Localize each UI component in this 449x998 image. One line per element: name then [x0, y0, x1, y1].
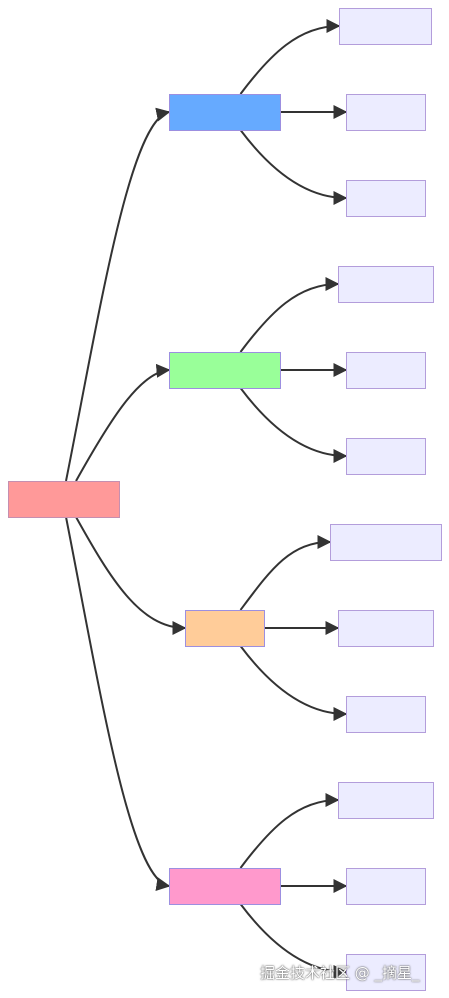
- leaf-node-4-2: [346, 868, 426, 905]
- edge-branch-4-to-leaf-1: [239, 793, 340, 869]
- leaf-node-4-3: [346, 954, 426, 991]
- leaf-node-2-3: [346, 438, 426, 475]
- branch-node-2: [169, 352, 281, 389]
- edges: [65, 19, 348, 979]
- leaf-node-2-1: [338, 266, 434, 303]
- edge-root-to-branch-4: [65, 516, 171, 891]
- leaf-node-3-2: [338, 610, 434, 647]
- leaf-node-1-1: [339, 8, 432, 45]
- edge-branch-1-to-leaf-3: [239, 129, 348, 205]
- leaf-node-3-3: [346, 696, 426, 733]
- branch-node-4: [169, 868, 281, 905]
- leaf-node-1-2: [346, 94, 426, 131]
- leaf-node-3-1: [330, 524, 442, 561]
- edge-branch-3-to-leaf-1: [239, 535, 332, 611]
- leaf-node-1-3: [346, 180, 426, 217]
- edge-root-to-branch-3: [75, 516, 187, 635]
- edge-root-to-branch-1: [65, 107, 171, 482]
- leaf-node-2-2: [346, 352, 426, 389]
- edge-branch-2-to-leaf-1: [239, 277, 340, 353]
- edge-branch-1-to-leaf-1: [239, 19, 341, 95]
- branch-node-3: [185, 610, 265, 647]
- root-node: [8, 481, 120, 518]
- edge-branch-3-to-leaf-3: [239, 645, 348, 721]
- leaf-node-4-1: [338, 782, 434, 819]
- edge-branch-4-to-leaf-3: [239, 903, 348, 979]
- edge-root-to-branch-2: [75, 363, 171, 482]
- watermark: 掘金技术社区 @ _摘星_: [260, 964, 420, 982]
- branch-node-1: [169, 94, 281, 131]
- nodes: [8, 8, 442, 991]
- edge-branch-2-to-leaf-3: [239, 387, 348, 463]
